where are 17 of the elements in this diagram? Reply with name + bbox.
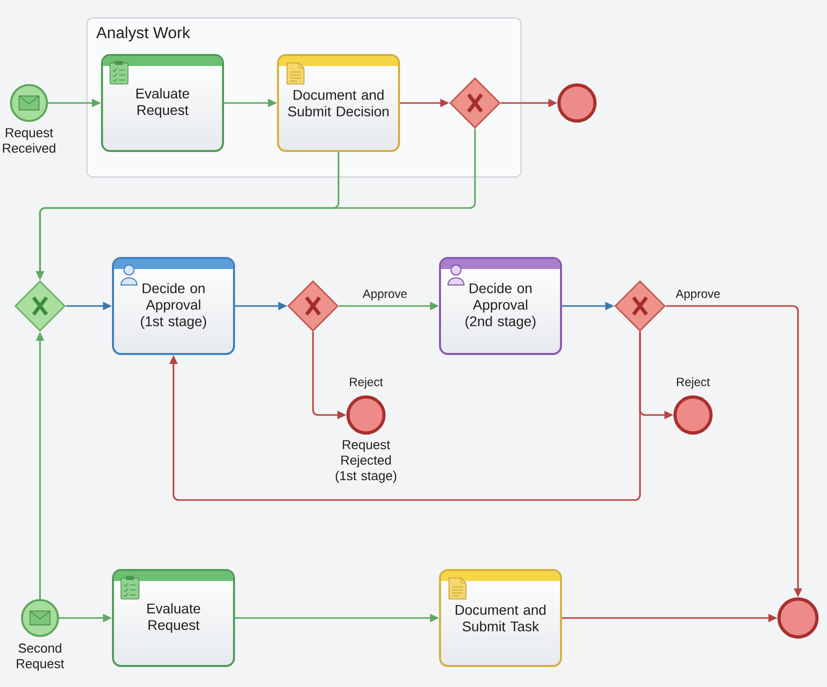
edge-label: Approve [361,288,409,302]
event-label: Second Request [16,643,64,671]
task-box: Decide on Approval (1st stage) [112,257,235,355]
end-event-circle [673,395,713,435]
edge-label: Reject [674,376,712,390]
task-box: Evaluate Request [112,569,235,667]
event-label: Request Received [2,128,56,153]
arrow [169,332,641,501]
edge-label: Reject [348,376,384,390]
task-box: Document and Submit Decision [277,54,400,152]
end-event-circle [777,597,819,639]
task-box: Evaluate Request [101,54,224,152]
end-event-circle [557,83,597,123]
edge-label: Approve [674,288,722,302]
task-box: Decide on Approval (2nd stage) [439,257,562,355]
event-label: Request Rejected (1st stage) [336,440,396,483]
task-box: Document and Submit Task [439,569,562,667]
